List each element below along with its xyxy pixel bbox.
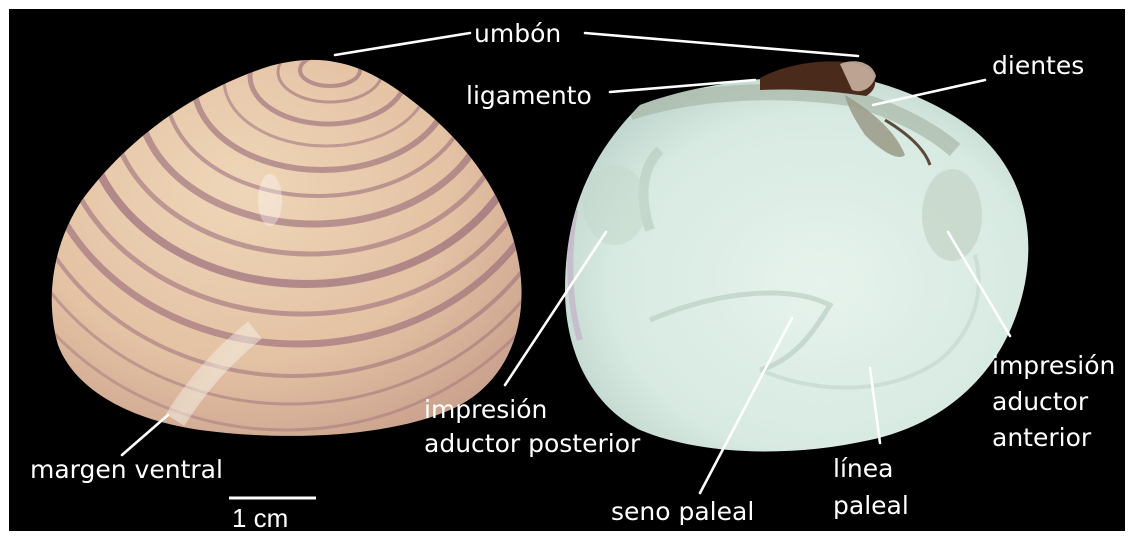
label-dientes: dientes bbox=[992, 51, 1084, 80]
label-linea-paleal-2: paleal bbox=[833, 491, 909, 520]
leader-umbon-right bbox=[585, 33, 858, 56]
label-margen-ventral: margen ventral bbox=[30, 455, 223, 484]
scale-bar: 1 cm bbox=[229, 498, 316, 533]
label-impresion-anterior-1: impresión bbox=[992, 351, 1115, 380]
leader-umbon-left bbox=[335, 33, 470, 55]
label-impresion-anterior-2: aductor bbox=[992, 387, 1089, 416]
label-impresion-posterior-2: aductor posterior bbox=[424, 429, 641, 458]
leader-margen-ventral bbox=[122, 415, 168, 455]
scale-bar-label: 1 cm bbox=[232, 503, 288, 533]
anterior-adductor-scar bbox=[922, 169, 982, 261]
label-seno-paleal: seno paleal bbox=[611, 497, 754, 526]
label-linea-paleal-1: línea bbox=[833, 454, 893, 483]
label-ligamento: ligamento bbox=[466, 81, 592, 110]
posterior-adductor-scar bbox=[583, 165, 647, 245]
label-umbon: umbón bbox=[474, 19, 561, 48]
shell-interior bbox=[565, 61, 1028, 451]
shell-exterior bbox=[0, 0, 598, 436]
label-impresion-anterior-3: anterior bbox=[992, 423, 1092, 452]
label-impresion-posterior-1: impresión bbox=[424, 395, 547, 424]
